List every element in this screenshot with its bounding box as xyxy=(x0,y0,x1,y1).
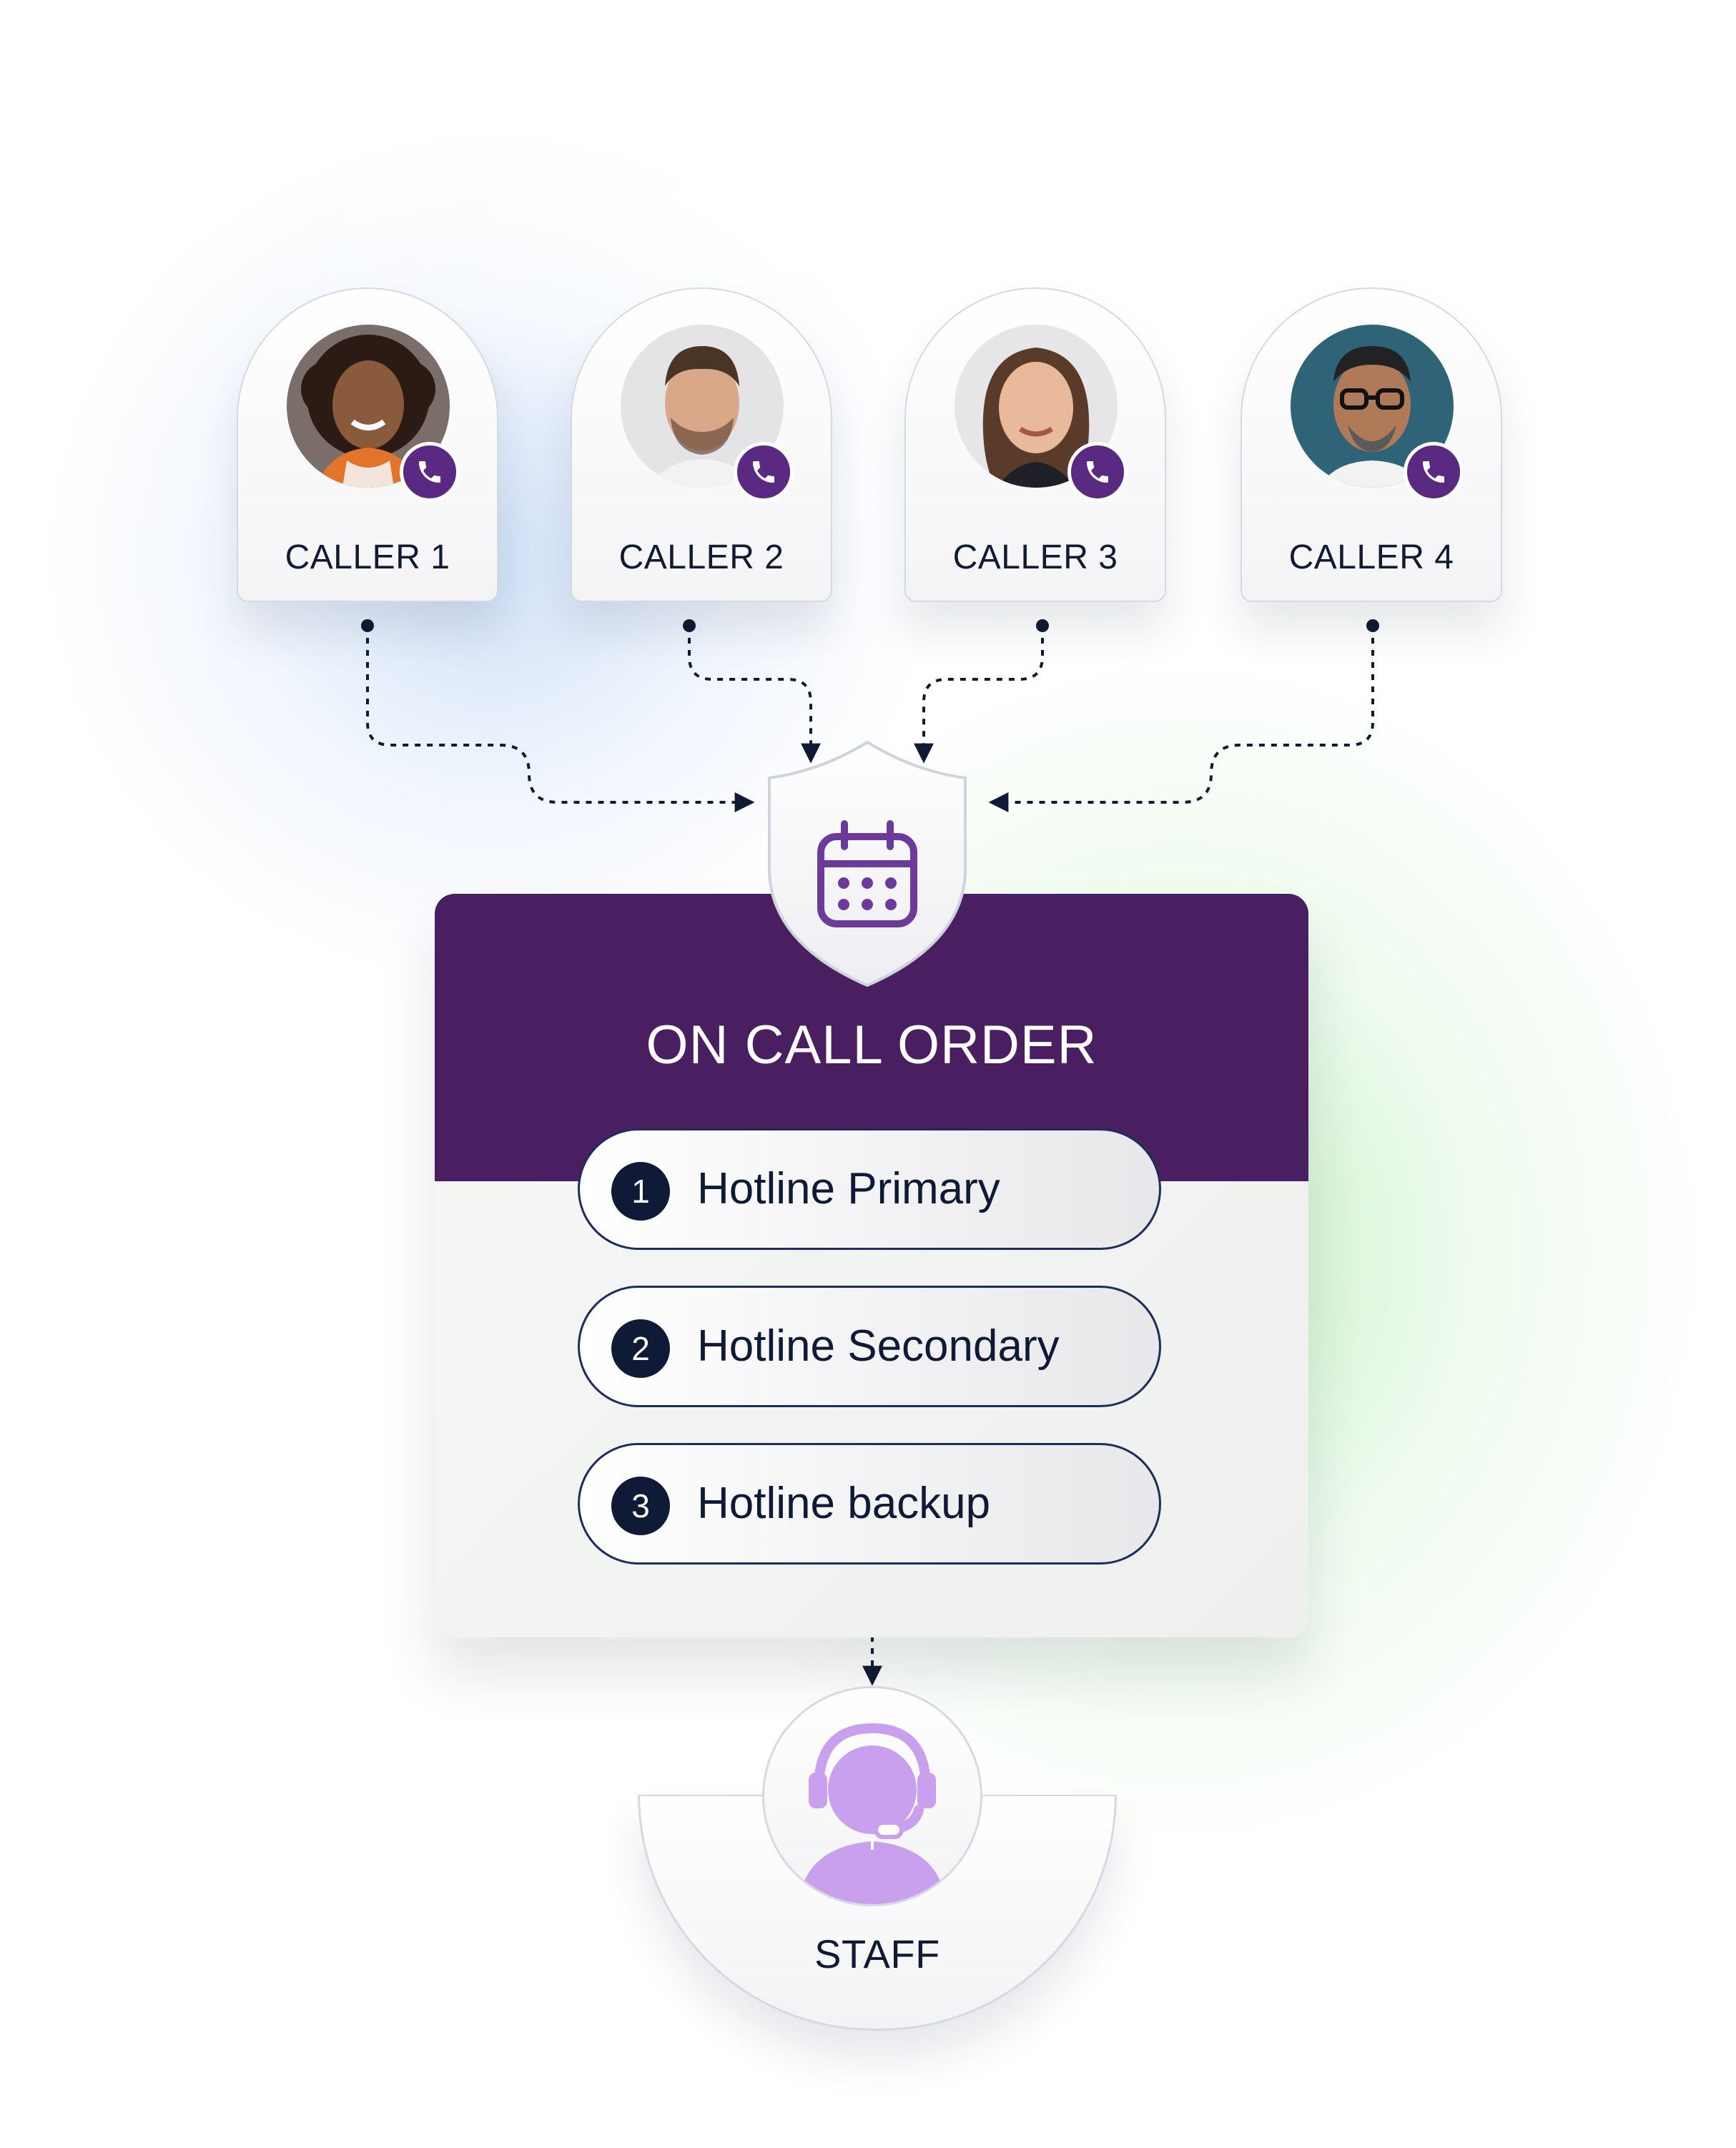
phone-icon xyxy=(1087,461,1108,483)
phone-badge-3 xyxy=(1067,442,1128,502)
caller-avatar-3 xyxy=(955,325,1118,488)
phone-icon xyxy=(1423,461,1444,483)
caller-card-3[interactable]: CALLER 3 xyxy=(904,287,1166,602)
on-call-item-number-3: 3 xyxy=(611,1477,670,1535)
caller-card-1[interactable]: CALLER 1 xyxy=(237,287,498,602)
connector-caller-4 xyxy=(988,626,1374,812)
caller-card-2[interactable]: CALLER 2 xyxy=(571,287,832,602)
on-call-item-number-1: 1 xyxy=(611,1162,670,1221)
on-call-item-label-2: Hotline Secondary xyxy=(697,1321,1060,1371)
on-call-item-label-1: Hotline Primary xyxy=(697,1164,1000,1213)
phone-icon xyxy=(419,461,440,483)
on-call-item-3[interactable]: 3 Hotline backup xyxy=(578,1443,1161,1565)
phone-badge-1 xyxy=(400,442,460,502)
caller-label-3: CALLER 3 xyxy=(952,538,1118,576)
on-call-item-1[interactable]: 1 Hotline Primary xyxy=(578,1128,1161,1250)
staff-label: STAFF xyxy=(814,1931,940,1976)
caller-label-2: CALLER 2 xyxy=(618,538,784,576)
on-call-item-2[interactable]: 2 Hotline Secondary xyxy=(578,1286,1161,1407)
caller-label-1: CALLER 1 xyxy=(285,538,450,576)
connector-caller-2 xyxy=(688,626,821,764)
staff-avatar xyxy=(762,1686,982,1906)
caller-card-4[interactable]: CALLER 4 xyxy=(1241,287,1502,602)
calendar-shield-icon xyxy=(768,740,967,987)
caller-label-4: CALLER 4 xyxy=(1288,538,1454,576)
phone-badge-2 xyxy=(734,442,794,502)
on-call-item-label-3: Hotline backup xyxy=(697,1479,991,1528)
connector-caller-3 xyxy=(914,626,1044,764)
on-call-item-number-2: 2 xyxy=(611,1319,670,1378)
on-call-order-title: ON CALL ORDER xyxy=(646,1015,1098,1075)
connector-caller-1 xyxy=(366,626,755,812)
headset-agent-icon xyxy=(799,1723,946,1904)
phone-icon xyxy=(753,461,774,483)
phone-badge-4 xyxy=(1404,442,1464,502)
